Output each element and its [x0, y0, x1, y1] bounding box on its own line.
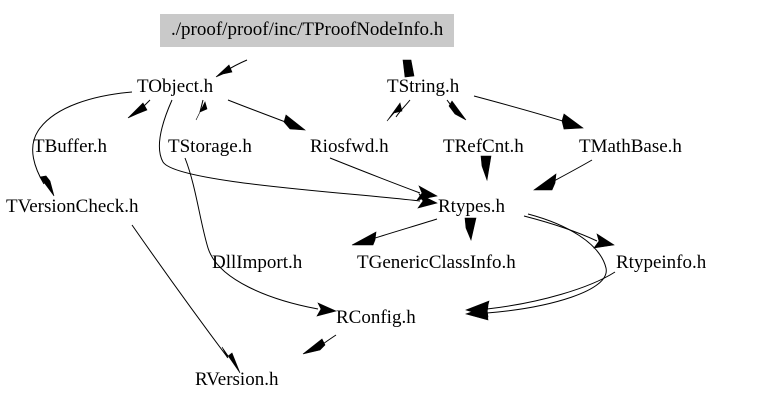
edge-root-to-tstring — [402, 59, 415, 78]
edge-tstring-to-trefcnt — [446, 99, 467, 121]
node-rtypeinfo[interactable]: Rtypeinfo.h — [616, 252, 707, 273]
node-tgenericclassinfo[interactable]: TGenericClassInfo.h — [357, 252, 516, 273]
edge-tobject-to-riosfwd — [227, 99, 306, 131]
node-tmathbase[interactable]: TMathBase.h — [579, 136, 682, 157]
edge-rtypes-to-tgenericclassinfo — [464, 217, 477, 241]
edge-riosfwd-to-rtypes — [329, 157, 438, 201]
node-trefcnt[interactable]: TRefCnt.h — [443, 136, 524, 157]
node-dllimport[interactable]: DllImport.h — [212, 252, 303, 273]
node-rtypes[interactable]: Rtypes.h — [438, 196, 506, 217]
node-tobject[interactable]: TObject.h — [137, 76, 214, 97]
node-tversioncheck[interactable]: TVersionCheck.h — [6, 196, 139, 217]
edge-rtypes-to-dllimport — [351, 218, 438, 246]
edge-root-to-tobject — [215, 59, 248, 78]
node-rversion[interactable]: RVersion.h — [195, 369, 279, 390]
node-tstring[interactable]: TString.h — [387, 76, 460, 97]
edge-tmathbase-to-rtypes — [533, 159, 593, 191]
edge-tobject-to-tstorage — [195, 99, 208, 121]
edge-tstring-to-tmathbase — [473, 95, 584, 130]
edge-rtypes-to-rtypeinfo — [523, 215, 615, 249]
node-tstorage[interactable]: TStorage.h — [168, 136, 252, 157]
node-tbuffer[interactable]: TBuffer.h — [33, 136, 108, 157]
edge-trefcnt-to-rtypes — [480, 155, 492, 182]
edge-tobject-to-tbuffer — [127, 99, 151, 119]
edge-rtypeinfo-to-rconfig — [465, 271, 616, 318]
node-root-header[interactable]: ./proof/proof/inc/TProofNodeInfo.h — [160, 14, 455, 47]
edge-tstring-to-riosfwd — [386, 99, 411, 122]
edge-tstorage-to-rconfig — [184, 157, 337, 317]
edge-rconfig-to-rversion — [302, 334, 337, 355]
edge-tobject-to-tversioncheck — [32, 91, 133, 197]
node-riosfwd[interactable]: Riosfwd.h — [310, 136, 389, 157]
node-rconfig[interactable]: RConfig.h — [336, 307, 416, 328]
edge-tversioncheck-to-rversion — [131, 224, 241, 374]
